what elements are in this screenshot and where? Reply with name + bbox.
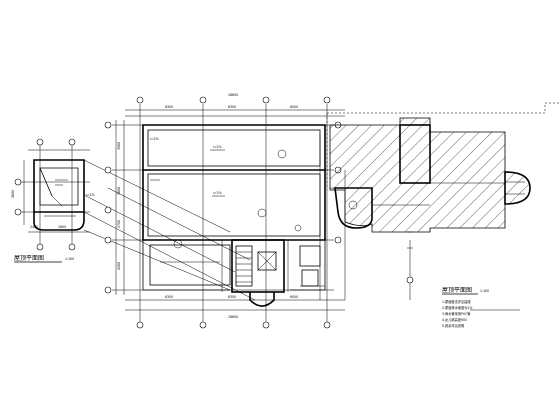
svg-text:18600: 18600 xyxy=(228,93,238,97)
detail-scale: 1:100 xyxy=(65,257,74,261)
svg-text:2700: 2700 xyxy=(117,220,121,228)
note-3: 3.雨水管采用PVC管 xyxy=(442,311,471,316)
svg-text:4500: 4500 xyxy=(117,262,121,270)
plan-scale: 1:100 xyxy=(480,289,489,293)
right-dimensions xyxy=(319,135,414,300)
hatched-roof xyxy=(326,102,560,233)
detail-drawing: 2400 1800 3600 i=2% 屋顶平面图 1:100 xyxy=(11,138,95,263)
svg-text:18600: 18600 xyxy=(228,315,238,319)
note-5: 5.其余详见说明 xyxy=(442,323,464,328)
svg-text:1800: 1800 xyxy=(58,225,66,229)
svg-text:i=2%: i=2% xyxy=(150,137,159,141)
svg-text:3600: 3600 xyxy=(11,190,15,198)
svg-text:6300: 6300 xyxy=(165,105,173,109)
svg-text:6300: 6300 xyxy=(228,105,236,109)
svg-text:6000: 6000 xyxy=(290,105,298,109)
svg-text:i=2%: i=2% xyxy=(213,145,222,149)
note-4: 4.女儿墙高度900 xyxy=(442,317,467,322)
note-2: 2.屋面排水坡度为2% xyxy=(442,305,472,310)
main-plan: 6300 6300 6000 18600 6300 6300 6000 1860… xyxy=(104,93,345,329)
svg-text:2400: 2400 xyxy=(30,225,38,229)
note-1: 1.屋面做法详见建施 xyxy=(442,299,471,304)
svg-text:i=2%: i=2% xyxy=(86,193,95,197)
svg-text:3900: 3900 xyxy=(117,142,121,150)
plan-title-block: 屋顶平面图 1:100 1.屋面做法详见建施 2.屋面排水坡度为2% 3.雨水管… xyxy=(442,287,520,328)
svg-text:3600: 3600 xyxy=(117,187,121,195)
leader-lines xyxy=(83,159,256,301)
svg-text:i=2%: i=2% xyxy=(213,191,222,195)
detail-title: 屋顶平面图 xyxy=(14,255,44,262)
plan-title: 屋顶平面图 xyxy=(442,287,472,294)
svg-text:6300: 6300 xyxy=(228,295,236,299)
svg-text:6000: 6000 xyxy=(290,295,298,299)
svg-text:6300: 6300 xyxy=(165,295,173,299)
